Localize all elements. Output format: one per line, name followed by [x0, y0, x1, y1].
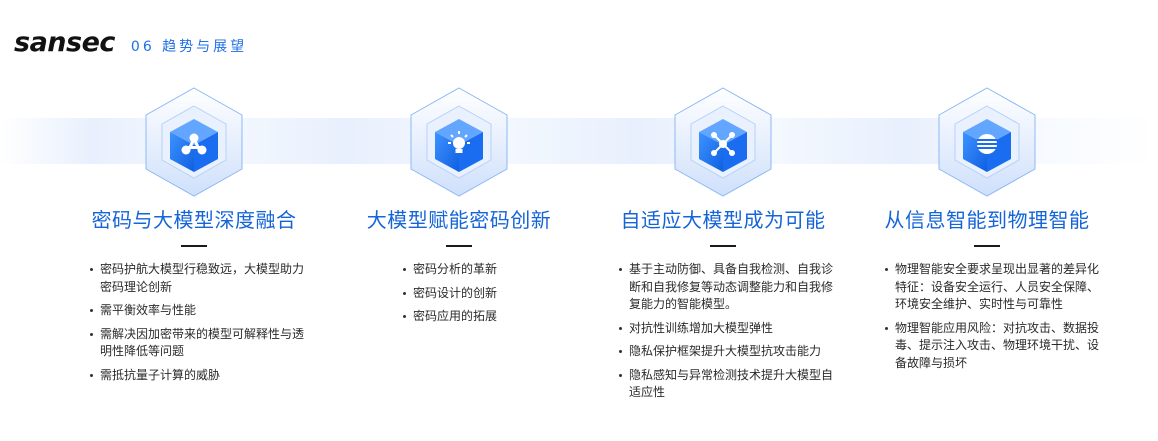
- trend-column-1: 密码与大模型深度融合 密码护航大模型行稳致远，大模型助力密码理论创新 需平衡效率…: [58, 86, 330, 390]
- list-item: 对抗性训练增加大模型弹性: [617, 320, 839, 338]
- list-item: 需解决因加密带来的模型可解释性与透明性降低等问题: [88, 326, 308, 361]
- trend-column-3: 自适应大模型成为可能 基于主动防御、具备自我检测、自我诊断和自我修复等动态调整能…: [587, 86, 859, 408]
- brand-logo: sansec: [14, 27, 115, 58]
- column-list: 密码分析的革新 密码设计的创新 密码应用的拓展: [323, 261, 581, 326]
- header: sansec 06 趋势与展望: [14, 27, 247, 58]
- list-item: 物理智能安全要求呈现出显著的差异化特征：设备安全运行、人员安全保障、环境安全维护…: [883, 261, 1101, 314]
- list-item: 密码设计的创新: [401, 285, 581, 303]
- column-title: 密码与大模型深度融合: [91, 208, 297, 232]
- list-item: 密码分析的革新: [401, 261, 581, 279]
- molecule-icon: [145, 87, 243, 197]
- trend-column-2: 大模型赋能密码创新 密码分析的革新 密码设计的创新 密码应用的拓展: [323, 86, 595, 332]
- list-item: 密码应用的拓展: [401, 308, 581, 326]
- list-item: 基于主动防御、具备自我检测、自我诊断和自我修复等动态调整能力和自我修复能力的智能…: [617, 261, 839, 314]
- title-divider: [974, 245, 1000, 247]
- list-item: 需平衡效率与性能: [88, 302, 308, 320]
- list-item: 隐私保护框架提升大模型抗攻击能力: [617, 343, 839, 361]
- column-title: 从信息智能到物理智能: [884, 208, 1090, 232]
- column-list: 基于主动防御、具备自我检测、自我诊断和自我修复等动态调整能力和自我修复能力的智能…: [587, 261, 839, 402]
- list-item: 需抵抗量子计算的威胁: [88, 367, 308, 385]
- list-item: 隐私感知与异常检测技术提升大模型自适应性: [617, 367, 839, 402]
- lightbulb-icon: [410, 87, 508, 197]
- trend-column-4: 从信息智能到物理智能 物理智能安全要求呈现出显著的差异化特征：设备安全运行、人员…: [851, 86, 1123, 378]
- title-divider: [446, 245, 472, 247]
- column-title: 自适应大模型成为可能: [620, 208, 826, 232]
- title-divider: [710, 245, 736, 247]
- list-item: 密码护航大模型行稳致远，大模型助力密码理论创新: [88, 261, 308, 296]
- section-title: 06 趋势与展望: [130, 39, 248, 55]
- list-item: 物理智能应用风险：对抗攻击、数据投毒、提示注入攻击、物理环境干扰、设备故障与损坏: [883, 320, 1101, 373]
- title-divider: [181, 245, 207, 247]
- column-title: 大模型赋能密码创新: [366, 208, 552, 232]
- column-list: 密码护航大模型行稳致远，大模型助力密码理论创新 需平衡效率与性能 需解决因加密带…: [58, 261, 308, 384]
- globe-icon: [938, 87, 1036, 197]
- column-list: 物理智能安全要求呈现出显著的差异化特征：设备安全运行、人员安全保障、环境安全维护…: [851, 261, 1101, 372]
- network-icon: [674, 87, 772, 197]
